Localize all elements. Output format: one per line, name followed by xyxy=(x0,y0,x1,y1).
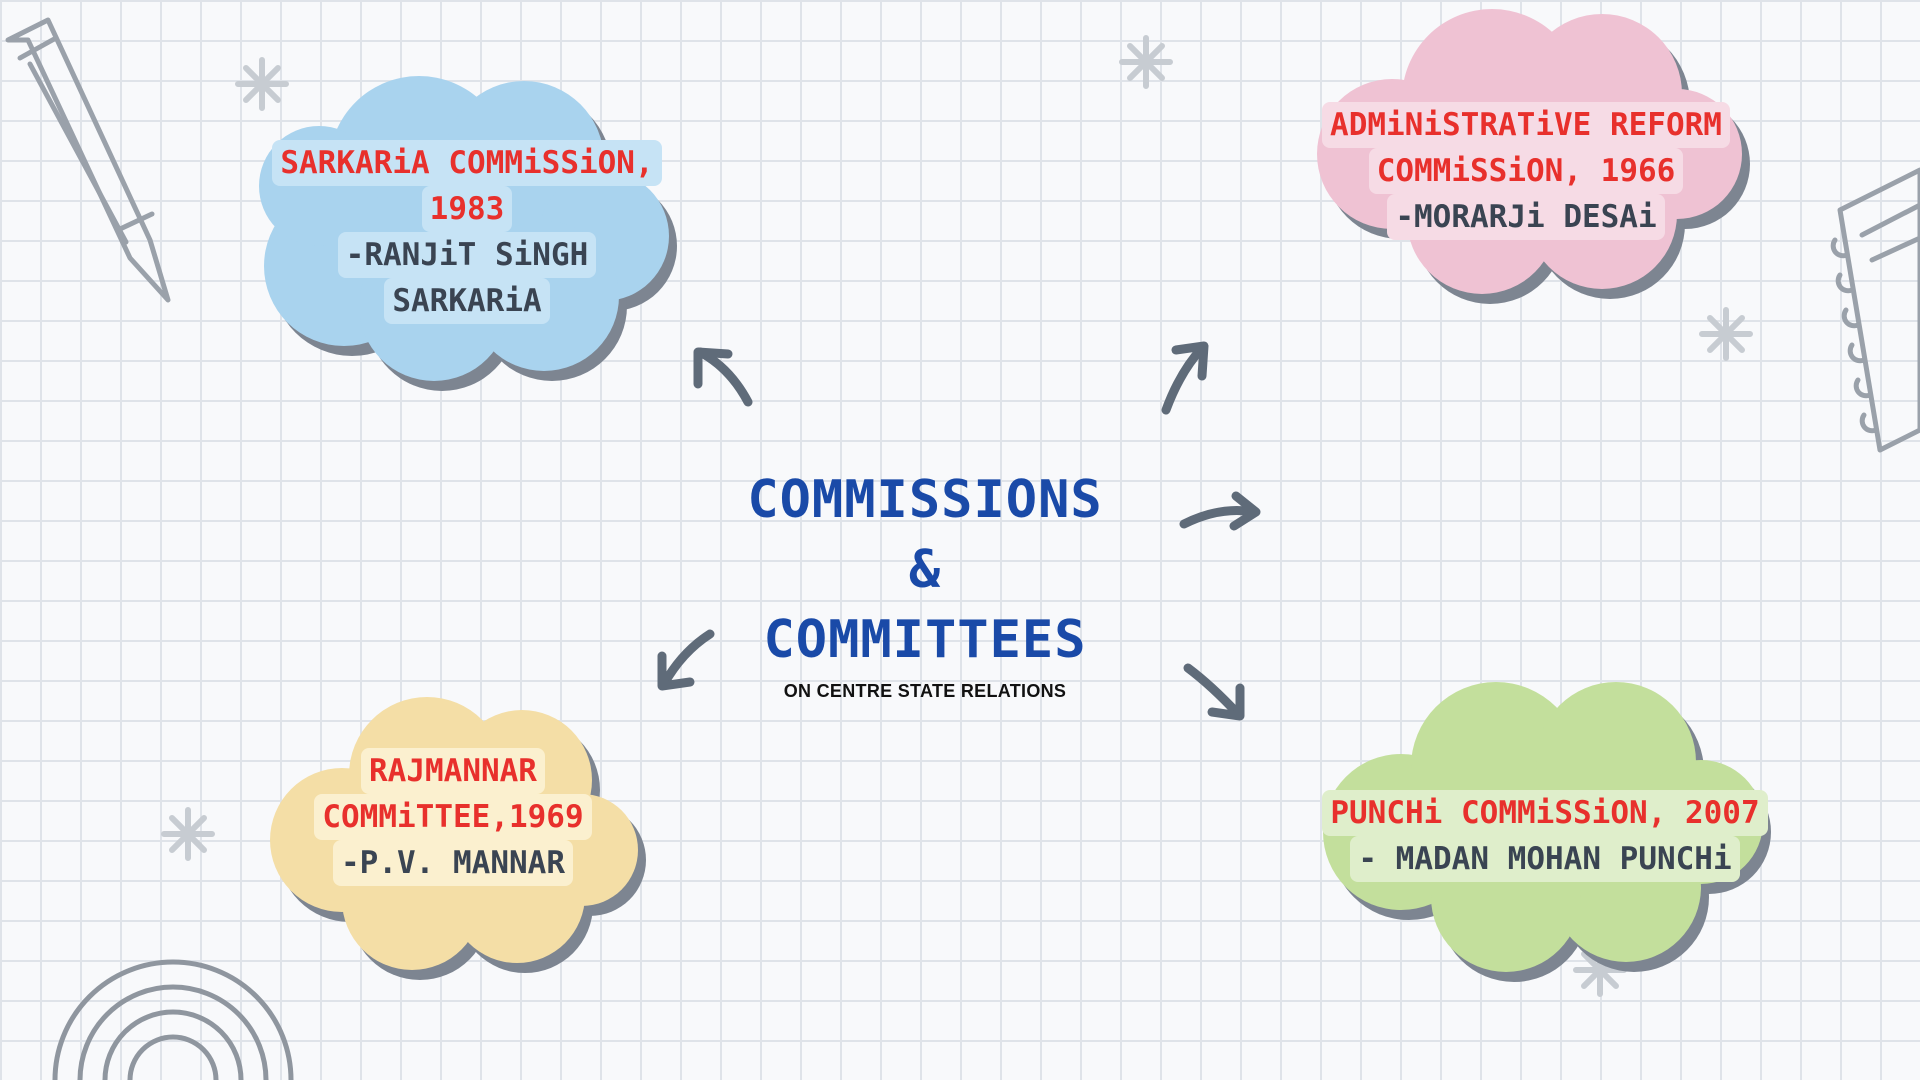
rainbow-icon xyxy=(52,959,294,1080)
center-title-line1: COMMISSIONS & xyxy=(747,470,1103,600)
center-title-line2: COMMITTEES xyxy=(763,610,1087,670)
sparkle-icon xyxy=(161,807,215,861)
rajmannar-title: RAJMANNAR xyxy=(361,748,545,794)
cloud-sarkaria: SARKARiA COMMiSSiON, 1983 -RANJiT SiNGH … xyxy=(244,76,690,392)
rajmannar-year: COMMiTTEE,1969 xyxy=(314,794,592,840)
punchi-title: PUNCHi COMMiSSiON, 2007 xyxy=(1322,790,1768,836)
administrative-reform-title: ADMiNiSTRATiVE REFORM xyxy=(1322,102,1730,148)
arrow-to-right-icon xyxy=(1179,491,1261,531)
arrow-to-punchi-icon xyxy=(1183,663,1245,721)
center-subtitle: ON CENTRE STATE RELATIONS xyxy=(783,681,1067,701)
sparkle-icon xyxy=(1573,943,1627,997)
cloud-rajmannar: RAJMANNAR COMMiTTEE,1969 -P.V. MANNAR xyxy=(262,690,650,980)
pencil-icon xyxy=(5,17,171,303)
sparkle-icon xyxy=(1119,35,1173,89)
arrow-to-rajmannar-icon xyxy=(657,629,715,691)
arrow-to-administrative-reform-icon xyxy=(1161,341,1209,415)
administrative-reform-year: COMMiSSiON, 1966 xyxy=(1368,148,1684,194)
rajmannar-name: -P.V. MANNAR xyxy=(333,840,573,886)
arrow-to-sarkaria-icon xyxy=(693,347,753,407)
sarkaria-title: SARKARiA COMMiSSiON, xyxy=(272,140,662,186)
sparkle-icon xyxy=(235,57,289,111)
sarkaria-year: 1983 xyxy=(421,186,513,232)
center-node: COMMISSIONS & COMMITTEES ON CENTRE STATE… xyxy=(740,465,1110,702)
notebook-icon xyxy=(1830,167,1920,453)
cloud-administrative-reform: ADMiNiSTRATiVE REFORM COMMiSSiON, 1966 -… xyxy=(1302,4,1756,320)
administrative-reform-name: -MORARJi DESAi xyxy=(1387,194,1665,240)
punchi-name: - MADAN MOHAN PUNCHi xyxy=(1350,836,1740,882)
sparkle-icon xyxy=(1699,307,1753,361)
sarkaria-name: SARKARiA xyxy=(384,278,550,324)
cloud-punchi: PUNCHi COMMiSSiON, 2007 - MADAN MOHAN PU… xyxy=(1316,672,1774,988)
sarkaria-name: -RANJiT SiNGH xyxy=(337,232,597,278)
